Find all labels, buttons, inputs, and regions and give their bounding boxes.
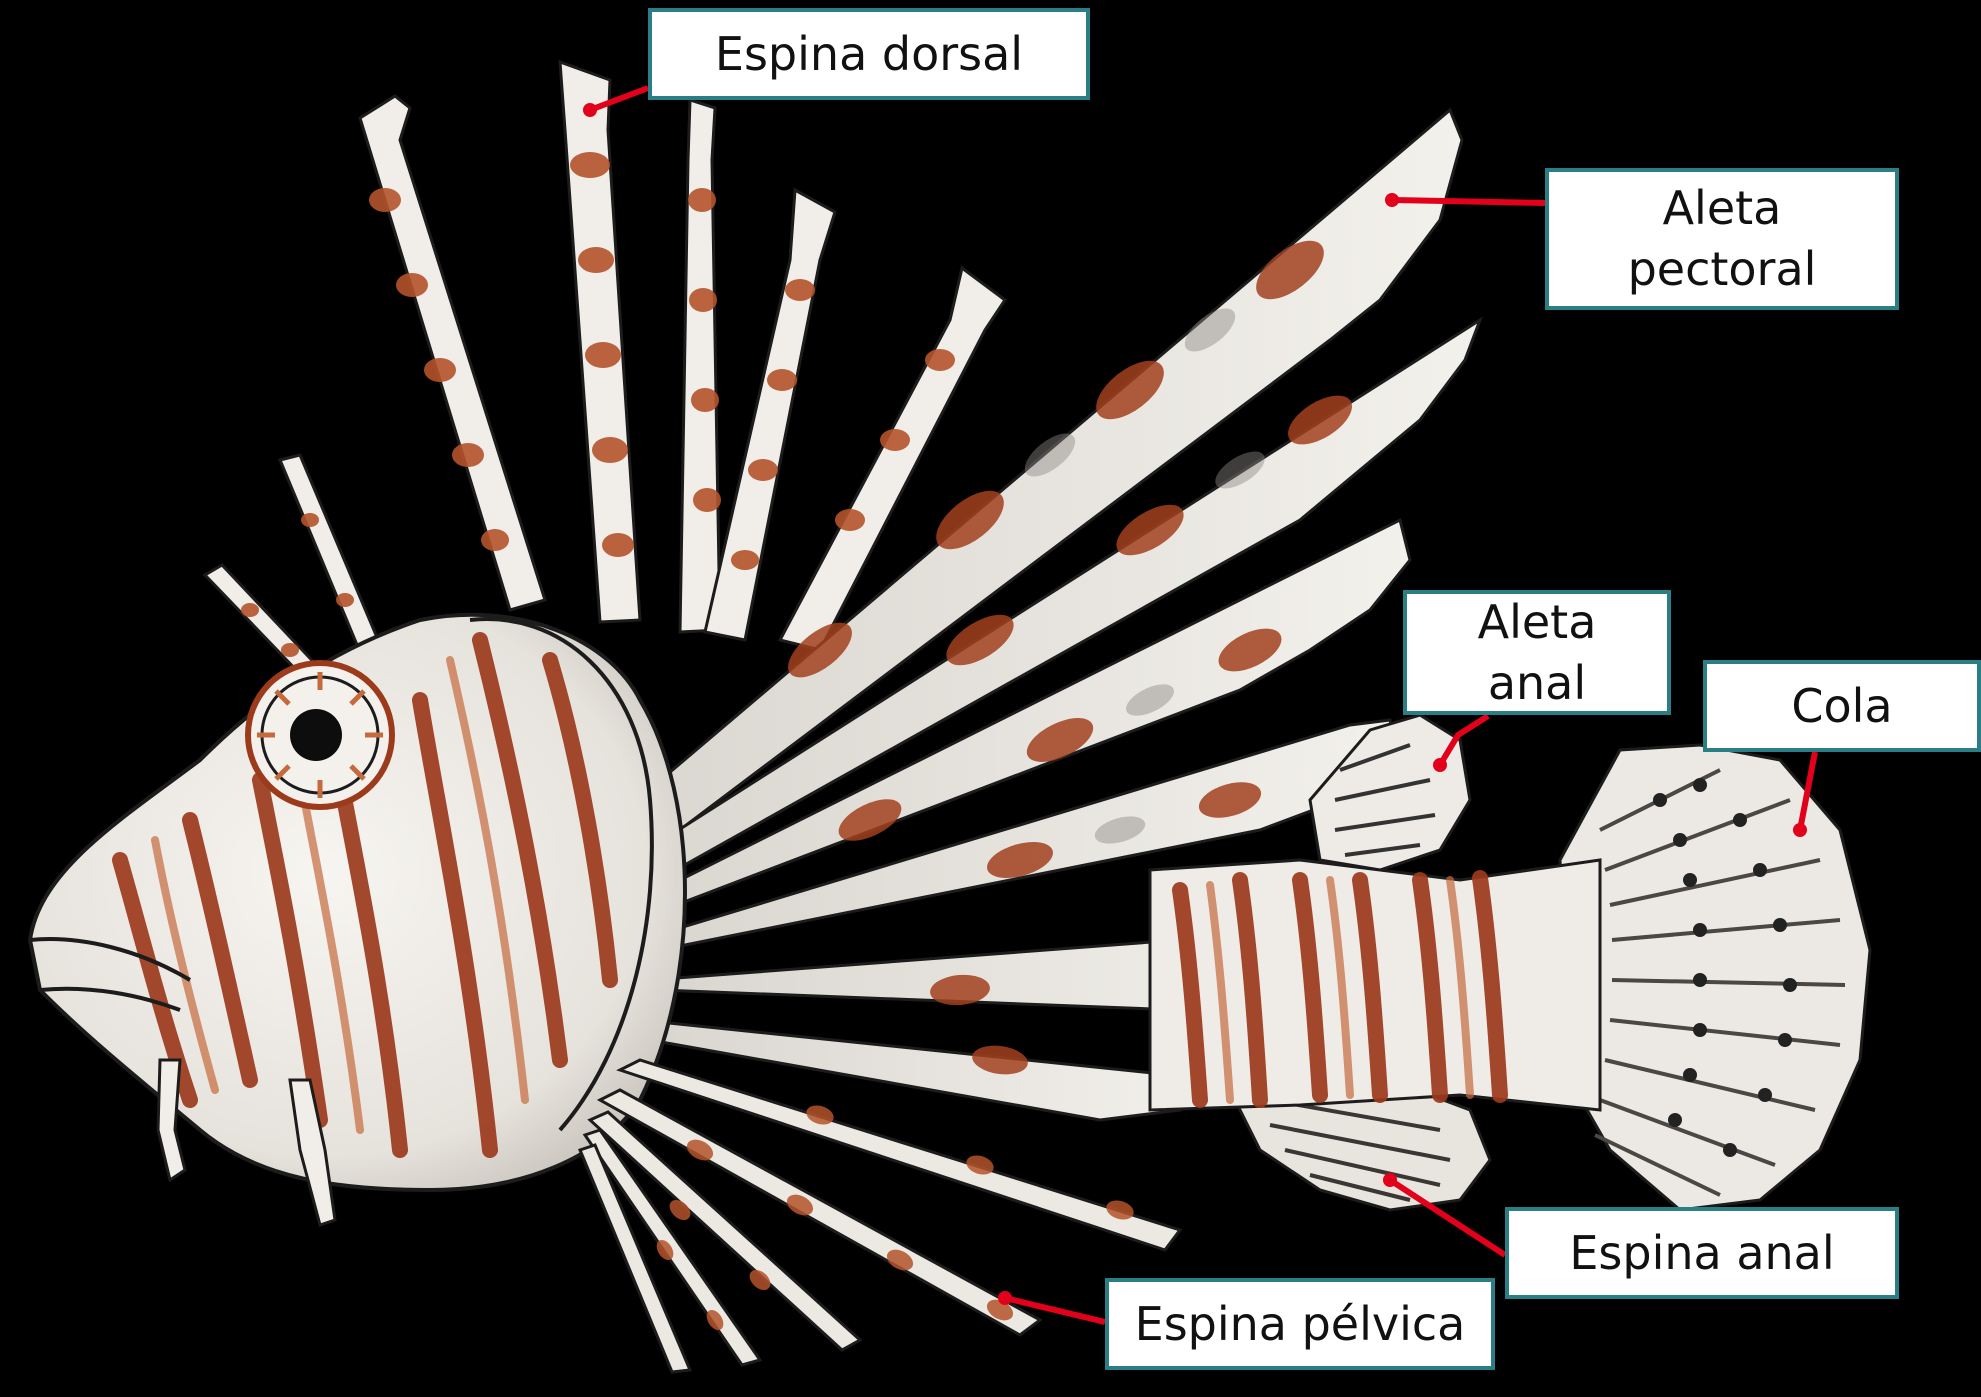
label-anal-spine-text: Espina anal bbox=[1569, 1223, 1834, 1284]
label-dorsal-spine: Espina dorsal bbox=[648, 8, 1090, 100]
label-pectoral-fin-text: Aleta pectoral bbox=[1628, 178, 1817, 299]
leader-line-pectoral-fin bbox=[1392, 200, 1545, 203]
label-anal-fin-text: Aleta anal bbox=[1478, 592, 1597, 713]
eye-pupil bbox=[290, 709, 342, 761]
eye bbox=[248, 663, 392, 807]
label-dorsal-spine-text: Espina dorsal bbox=[715, 24, 1023, 85]
label-tail-text: Cola bbox=[1791, 676, 1892, 737]
tail-fin bbox=[1560, 745, 1870, 1210]
label-pelvic-spine: Espina pélvica bbox=[1105, 1278, 1495, 1370]
dorsal-spine-1 bbox=[360, 96, 545, 610]
label-pectoral-fin: Aleta pectoral bbox=[1545, 168, 1899, 310]
label-pelvic-spine-text: Espina pélvica bbox=[1135, 1294, 1466, 1355]
label-tail: Cola bbox=[1703, 660, 1981, 752]
label-anal-spine: Espina anal bbox=[1505, 1207, 1899, 1299]
dorsal-spine-3 bbox=[680, 100, 720, 632]
label-anal-fin: Aleta anal bbox=[1403, 590, 1671, 715]
